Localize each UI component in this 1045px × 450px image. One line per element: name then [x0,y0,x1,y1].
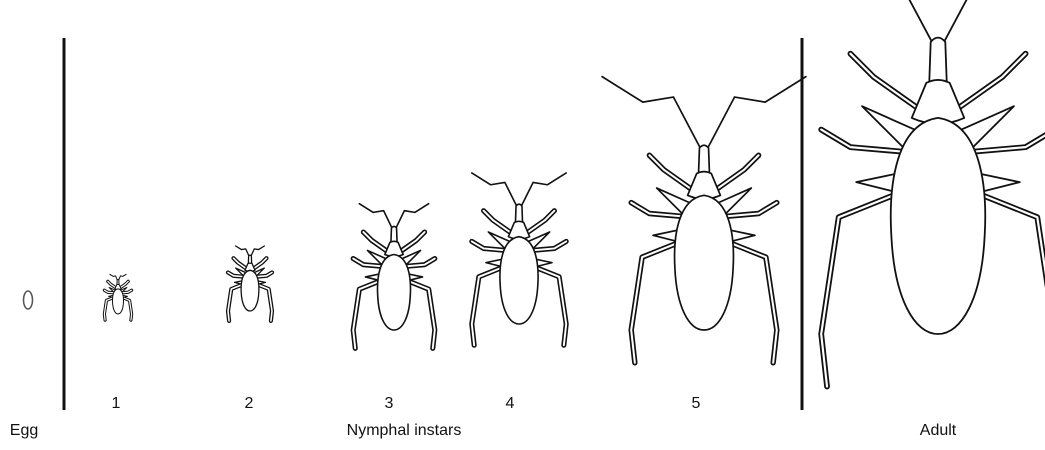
instar-number-3: 3 [385,395,394,413]
nymph-instar-3 [353,204,435,349]
adult-label: Adult [920,422,956,440]
nymph-instar-1 [104,274,131,320]
nymph-instar-5 [602,77,806,363]
instar-number-2: 2 [245,395,254,413]
instar-number-5: 5 [692,395,701,413]
egg-label: Egg [10,422,38,440]
egg-drawing [24,291,33,309]
instar-number-4: 4 [506,395,515,413]
nymph-instar-4 [472,173,566,345]
nymph-instar-2 [228,246,272,321]
instar-number-1: 1 [112,395,121,413]
adult-bug [757,0,1045,387]
nymphal-instars-label: Nymphal instars [347,422,462,440]
